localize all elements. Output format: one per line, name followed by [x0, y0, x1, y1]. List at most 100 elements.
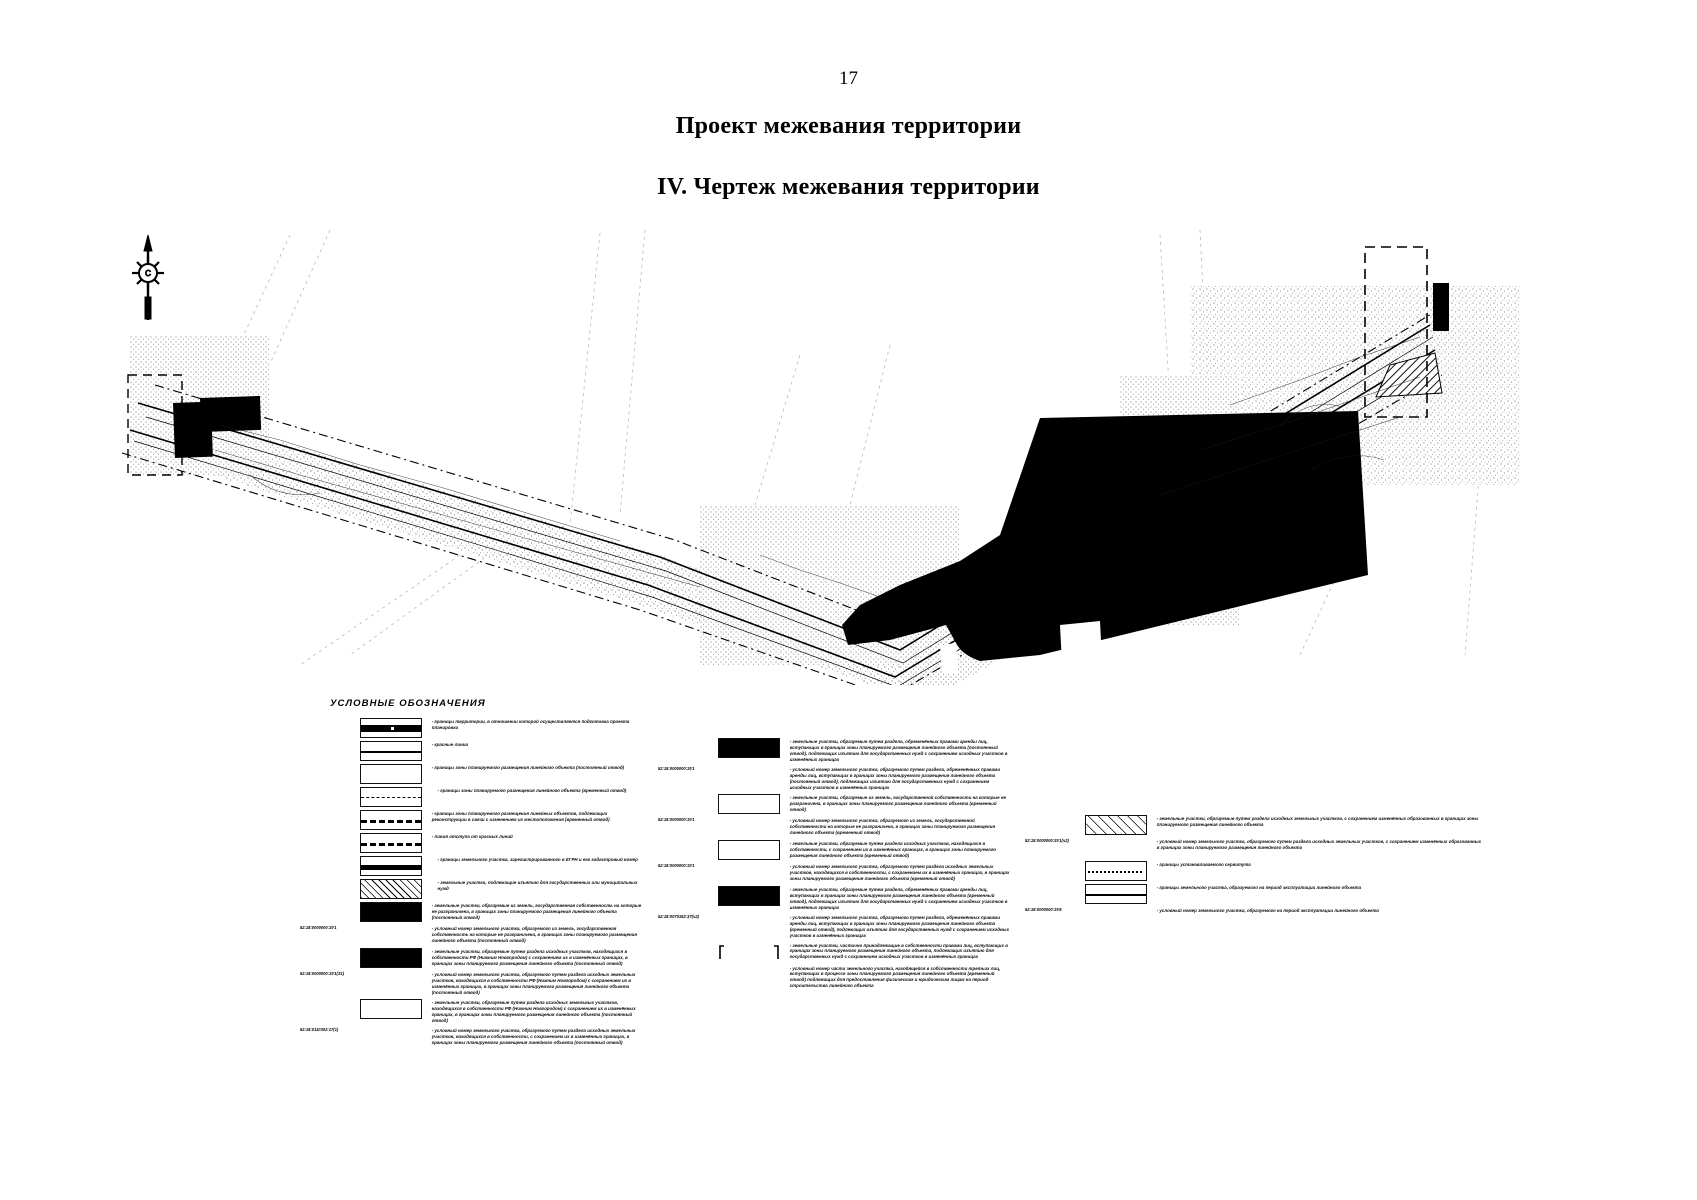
cadastral-code: 52:18:0110302:17(1)	[300, 1026, 339, 1032]
symbol-split-parcel-temporary	[718, 839, 780, 860]
legend-item-label: - условный номер земельного участка, обр…	[789, 863, 1010, 881]
legend-item: - земельные участки, образуемые из земел…	[300, 902, 650, 922]
cadastral-code: 52:18:0000000:ЗУ1	[300, 925, 337, 930]
symbol-corner-brackets	[718, 942, 780, 962]
cadastral-code: 52:18:0000000:ЗУ1(ч2)	[1025, 838, 1069, 843]
symbol-split-parcel-permanent	[360, 948, 422, 968]
symbol-none	[360, 925, 422, 945]
legend-item: 52:18:0000000:ЗУ1 - условный номер земел…	[658, 766, 1018, 791]
svg-text:С: С	[145, 269, 151, 278]
legend-item-label: - линия отступа от красных линий	[431, 834, 513, 839]
legend-item-label: - границы зоны планируемого размещения л…	[431, 765, 625, 770]
legend-item-label: - границы зоны планируемого размещения л…	[431, 811, 610, 822]
symbol-servitude-boundary	[1085, 861, 1147, 881]
legend-item-label: - условный номер земельного участка, обр…	[789, 766, 1001, 790]
legend-item: - земельные участки, образуемые из земел…	[658, 793, 1018, 814]
legend-item-label: - земельные участки, образуемые путем ра…	[1156, 816, 1479, 827]
legend-item-label: - условный номер земельного участка, обр…	[431, 1027, 636, 1045]
legend-item-label: - условный номер земельного участка, обр…	[1156, 839, 1481, 850]
legend-item: - земельные участки, образуемые путем ра…	[658, 738, 1018, 763]
legend-item: - границы устанавливаемого сервитута	[1025, 861, 1495, 881]
legend-item: - земельные участки, образуемые путем ра…	[658, 885, 1018, 911]
legend-item: - земельные участки, частично принадлежа…	[658, 942, 1018, 962]
legend-item: - земельные участки, образуемые путем ра…	[300, 998, 650, 1024]
legend-item-label: - условный номер земельного участка, обр…	[1156, 908, 1379, 913]
legend-item-label: - земельные участки, образуемые путем ра…	[789, 886, 1008, 910]
legend-item-label: - земельные участки, образуемые из земел…	[431, 903, 642, 920]
legend-item: - границы территории, в отношении которо…	[300, 718, 650, 738]
legend-item: 52:18:0000000:ЗУ1 - условный номер земел…	[658, 863, 1018, 883]
map-detail-strokes	[214, 336, 1421, 598]
legend-item: - границы зоны планируемого размещения л…	[300, 787, 650, 807]
symbol-state-land-temporary	[718, 793, 780, 814]
symbol-none	[718, 766, 780, 786]
symbol-seizure-parcel	[360, 879, 422, 899]
legend-item-label: - земельные участки, образуемые путем ра…	[431, 999, 636, 1023]
project-boundary-left	[127, 374, 183, 476]
symbol-lease-parcel-temporary	[718, 885, 780, 906]
legend-item-label: - земельные участки, образуемые путем ра…	[431, 949, 628, 966]
legend-item-label: - условный номер земельного участка, обр…	[431, 926, 638, 943]
legend-item-label: - границы земельного участка, зарегистри…	[437, 857, 638, 862]
legend-item: - земельные участки, подлежащие изъятию …	[300, 879, 650, 899]
parcel-notch-b	[940, 643, 958, 673]
symbol-none	[718, 863, 780, 883]
legend-item: 52:18:0000000:ЗУ8 - условный номер земел…	[1025, 907, 1495, 927]
cadastral-code: 52:18:0000000:ЗУ1	[658, 765, 695, 771]
survey-map: С	[100, 225, 1600, 685]
hatched-parcel	[1375, 352, 1443, 398]
legend-item: - красные линии	[300, 741, 650, 761]
legend-column-1: - границы территории, в отношении которо…	[300, 718, 650, 1050]
symbol-none	[1085, 838, 1147, 858]
legend-item-label: - границы территории, в отношении которо…	[431, 719, 630, 730]
cadastral-code: 52:18:0000000:ЗУ1	[658, 816, 695, 822]
map-drawing: С	[121, 229, 1520, 685]
building-block-left-2	[200, 395, 262, 432]
legend-item-label: - земельные участки, частично принадлежа…	[789, 942, 1008, 960]
symbol-temporary-allotment	[360, 787, 422, 807]
symbol-none	[360, 1027, 422, 1047]
symbol-permanent-allotment	[360, 764, 422, 784]
land-parcel-filled-main	[842, 411, 1368, 661]
legend-item: 52:18:0110302:17(1) - условный номер зем…	[300, 1027, 650, 1047]
symbol-none	[718, 914, 780, 934]
cadastral-code: 52:18:0070162:37(ч2)	[658, 913, 699, 919]
cadastral-code: 52:18:0000000:ЗУ8	[1025, 907, 1062, 912]
legend-item: - условный номер части земельного участк…	[658, 965, 1018, 990]
legend-item: 52:18:0000000:ЗУ1(ч2) - условный номер з…	[1025, 838, 1495, 858]
legend-item-label: - границы устанавливаемого сервитута	[1156, 862, 1251, 867]
symbol-sparse-hatched-parcel	[1085, 815, 1147, 835]
cadastral-code: 52:18:0000000:ЗУ1	[658, 862, 695, 868]
legend-item: 52:18:0000000:ЗУ1 - условный номер земел…	[300, 925, 650, 945]
legend: УСЛОВНЫЕ ОБОЗНАЧЕНИЯ - границы территори…	[300, 690, 1620, 1045]
symbol-red-lines	[360, 741, 422, 761]
legend-item: - земельные участки, образуемые путем ра…	[658, 839, 1018, 860]
symbol-none	[718, 965, 780, 985]
legend-item-label: - условный номер части земельного участк…	[789, 965, 1001, 989]
legend-item: - земельные участки, образуемые путем ра…	[300, 948, 650, 968]
symbol-state-land-permanent	[360, 902, 422, 922]
legend-item-label: - земельные участки, образуемые из земел…	[789, 794, 1007, 812]
project-boundary-right	[1364, 246, 1428, 418]
legend-item: 52:18:0000000:ЗУ1(З1) - условный номер з…	[300, 971, 650, 996]
legend-item: - границы земельного участка, зарегистри…	[300, 856, 650, 876]
legend-item-label: - земельные участки, образуемые путем ра…	[789, 739, 1008, 762]
page-number: 17	[839, 68, 858, 89]
building-block-right	[1433, 283, 1449, 331]
legend-item-label: - границы земельного участка, образуемог…	[1156, 885, 1362, 890]
symbol-none	[718, 817, 780, 837]
legend-item-label: - условный номер земельного участка, обр…	[789, 914, 1009, 938]
legend-item: - границы зоны планируемого размещения л…	[300, 764, 650, 784]
parcel-notch-a	[1060, 621, 1102, 665]
symbol-none	[1085, 907, 1147, 927]
symbol-reconstruction-zone	[360, 810, 422, 830]
cadastral-code: 52:18:0000000:ЗУ1(З1)	[300, 971, 345, 976]
symbol-egrn-parcel	[360, 856, 422, 876]
symbol-territory-boundary	[360, 718, 422, 738]
symbol-split-parcel-box	[360, 998, 422, 1019]
legend-title: УСЛОВНЫЕ ОБОЗНАЧЕНИЯ	[330, 698, 486, 709]
legend-item-label: - границы зоны планируемого размещения л…	[437, 788, 627, 793]
document-subtitle: IV. Чертеж межевания территории	[657, 174, 1040, 200]
legend-item-label: - условный номер земельного участка, обр…	[789, 817, 996, 835]
